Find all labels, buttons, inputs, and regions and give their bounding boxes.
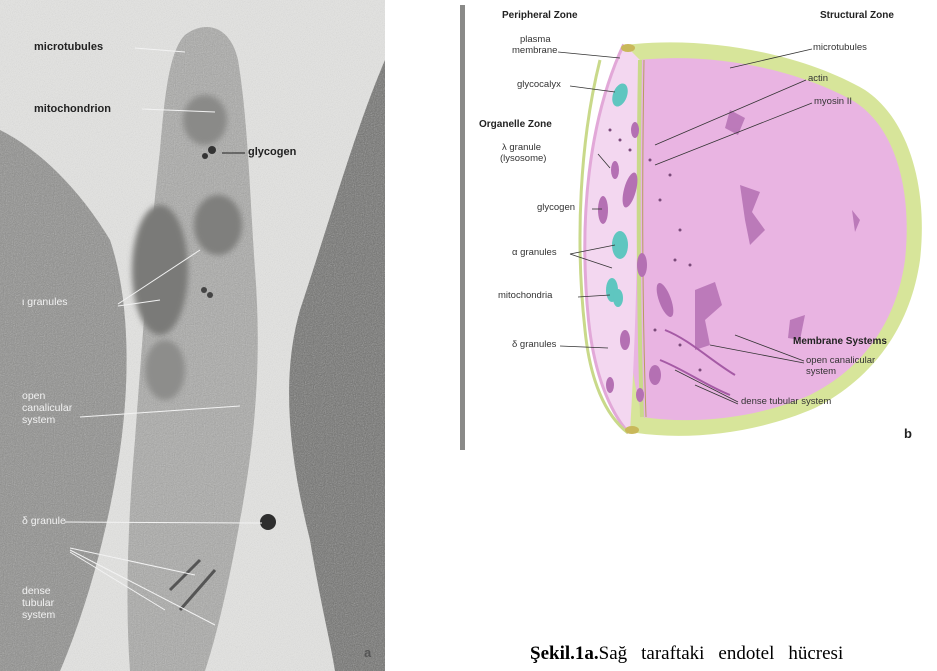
micrograph-panel-a: microtubules mitochondrion glycogen ι gr… <box>0 0 385 671</box>
diagram-panel-b: Peripheral Zone Structural Zone plasma m… <box>460 0 937 455</box>
label-actin: actin <box>808 74 828 84</box>
micrograph-image <box>0 0 385 671</box>
zone-membrane-systems: Membrane Systems <box>793 337 887 348</box>
label-mitochondrion: mitochondrion <box>34 104 111 116</box>
label-glycogen: glycogen <box>248 147 296 159</box>
panel-letter-b: b <box>904 426 912 441</box>
label-open-canalicular-3: system <box>22 415 55 426</box>
zone-peripheral: Peripheral Zone <box>502 11 578 22</box>
label-open-canalicular-1: open <box>22 391 45 402</box>
label-dense-tubular-b: dense tubular system <box>741 397 831 407</box>
caption-word-2: taraftaki <box>641 643 704 664</box>
label-open-canalicular-b-2: system <box>806 367 836 377</box>
caption-word-3: endotel <box>718 643 774 664</box>
figure-caption: Şekil.1a.Sağ taraftaki endotel hücresi <box>530 643 843 665</box>
label-open-canalicular-b-1: open canalicular <box>806 356 875 366</box>
label-glycocalyx: glycocalyx <box>517 80 561 90</box>
caption-figure-number: Şekil.1a. <box>530 643 599 664</box>
label-lambda-granule-2: (lysosome) <box>500 154 546 164</box>
label-delta-granules: δ granules <box>512 340 556 350</box>
label-glycogen-b: glycogen <box>537 203 575 213</box>
label-dense-tubular-1: dense <box>22 586 51 597</box>
zone-organelle: Organelle Zone <box>479 120 552 131</box>
label-dense-tubular-2: tubular <box>22 598 54 609</box>
label-dense-tubular-3: system <box>22 610 55 621</box>
panel-letter-a: a <box>364 645 371 660</box>
caption-word-1: Sağ <box>599 643 628 664</box>
label-alpha-granules: α granules <box>512 248 557 258</box>
label-myosin: myosin II <box>814 97 852 107</box>
label-a-granules: ι granules <box>22 297 68 308</box>
label-plasma-membrane-1: plasma <box>520 35 551 45</box>
label-microtubules: microtubules <box>34 42 103 54</box>
label-delta-granule: δ granule <box>22 516 66 527</box>
label-lambda-granule-1: λ granule <box>502 143 541 153</box>
label-mitochondria: mitochondria <box>498 291 552 301</box>
label-open-canalicular-2: canalicular <box>22 403 72 414</box>
label-microtubules-b: microtubules <box>813 43 867 53</box>
zone-structural: Structural Zone <box>820 11 894 22</box>
platelet-diagram <box>460 0 937 455</box>
caption-word-4: hücresi <box>788 643 843 664</box>
label-plasma-membrane-2: membrane <box>512 46 557 56</box>
